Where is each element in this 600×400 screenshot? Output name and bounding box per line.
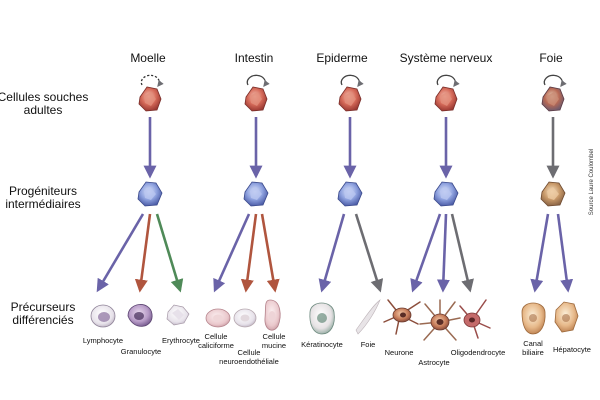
- arrow-progenitor-to-precursor: [530, 213, 550, 293]
- self-renewal-loop-icon: [340, 74, 364, 88]
- label-foie-epiderme: Foie: [361, 340, 376, 349]
- column-title-epiderme: Epiderme: [316, 51, 368, 65]
- label-neuroendothelial-line1: Cellule: [238, 348, 261, 357]
- label-hepatocyte: Hépatocyte: [553, 345, 591, 354]
- arrow-progenitor-to-precursor: [240, 213, 258, 293]
- label-neuron: Neurone: [385, 348, 414, 357]
- column-title-foie: Foie: [539, 51, 563, 65]
- row-label-progenitor-line1: Progéniteurs: [9, 184, 77, 198]
- arrow-progenitor-to-precursor: [436, 213, 450, 293]
- arrow-progenitor-to-precursor: [556, 213, 574, 293]
- row-label-adult-stem-line1: Cellules souches: [0, 90, 88, 104]
- label-bile-duct-line1: Canal: [523, 339, 543, 348]
- label-bile-duct-line2: biliaire: [522, 348, 544, 357]
- stem-cell-moelle: [138, 86, 162, 112]
- column-title-moelle: Moelle: [130, 51, 166, 65]
- column-title-systeme-nerveux: Système nerveux: [400, 51, 493, 65]
- self-renewal-loop-icon: [140, 74, 164, 88]
- arrow-progenitor-to-precursor: [318, 213, 346, 293]
- self-renewal-loop-icon: [543, 74, 567, 88]
- label-neuroendothelial-line2: neuroendothéliale: [219, 357, 279, 366]
- progenitor-cell-systeme-nerveux: [433, 181, 459, 207]
- arrow-progenitor-to-precursor: [260, 213, 280, 293]
- lymphocyte-cell: [90, 304, 116, 328]
- label-goblet-line1: Cellule: [205, 332, 228, 341]
- neuroendothelial-cell: [233, 308, 257, 328]
- mucin-cell: [264, 299, 281, 331]
- neuron-cell: [383, 299, 421, 335]
- row-label-adult-stem-line2: adultes: [24, 103, 63, 117]
- column-title-intestin: Intestin: [235, 51, 274, 65]
- astrocyte-cell: [419, 299, 461, 341]
- granulocyte-cell: [127, 304, 153, 327]
- row-label-precursor-line2: différenciés: [12, 313, 73, 327]
- progenitor-cell-epiderme: [337, 181, 363, 207]
- keratinocyte-cell: [309, 302, 335, 335]
- self-renewal-loop-icon: [436, 74, 460, 88]
- self-renewal-loop-icon: [246, 74, 270, 88]
- label-keratinocyte: Kératinocyte: [301, 340, 343, 349]
- stem-cell-epiderme: [338, 86, 362, 112]
- oligodendrocyte-cell: [459, 299, 491, 339]
- source-credit: Source Laure Coulombel: [589, 149, 595, 215]
- label-lymphocyte: Lymphocyte: [83, 336, 123, 345]
- arrow-progenitor-to-precursor: [134, 213, 152, 293]
- goblet-cell: [205, 308, 231, 328]
- arrow-progenitor-to-precursor: [213, 213, 251, 293]
- label-granulocyte: Granulocyte: [121, 347, 161, 356]
- stem-cell-foie: [541, 86, 565, 112]
- epiderme-flat-cell: [355, 299, 381, 335]
- progenitor-cell-moelle: [137, 181, 163, 207]
- stem-cell-systeme-nerveux: [434, 86, 458, 112]
- arrow-progenitor-to-precursor: [354, 213, 384, 293]
- progenitor-cell-foie: [540, 181, 566, 207]
- arrow-progenitor-to-precursor: [96, 213, 145, 293]
- label-oligodendrocyte: Oligodendrocyte: [451, 348, 506, 357]
- label-astrocyte: Astrocyte: [418, 358, 449, 367]
- arrow-progenitor-to-precursor: [410, 213, 442, 293]
- bile-duct-cell: [521, 302, 546, 335]
- row-label-progenitor-line2: intermédiaires: [5, 197, 80, 211]
- arrow-progenitor-to-precursor: [155, 213, 184, 293]
- label-erythrocyte: Erythrocyte: [162, 336, 200, 345]
- erythrocyte-cell: [166, 304, 190, 326]
- label-goblet-line2: caliciforme: [198, 341, 234, 350]
- arrow-progenitor-to-precursor: [450, 213, 474, 293]
- stem-cell-intestin: [244, 86, 268, 112]
- progenitor-cell-intestin: [243, 181, 269, 207]
- label-mucin-line1: Cellule: [263, 332, 286, 341]
- hepatocyte-cell: [554, 301, 579, 333]
- label-mucin-line2: mucine: [262, 341, 286, 350]
- row-label-precursor-line1: Précurseurs: [11, 300, 76, 314]
